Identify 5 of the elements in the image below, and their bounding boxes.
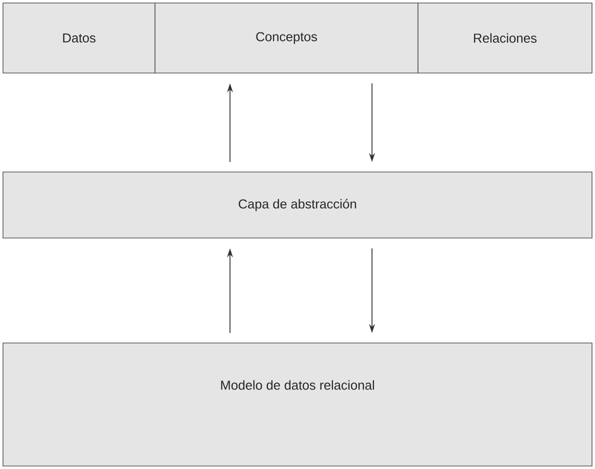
layer-box: Relaciones (418, 2, 592, 74)
layer-box: Modelo de datos relacional (2, 342, 592, 466)
layer-box: Datos (2, 2, 156, 74)
layer-box: Conceptos (154, 2, 418, 74)
layer-box: Capa de abstracción (2, 172, 592, 238)
